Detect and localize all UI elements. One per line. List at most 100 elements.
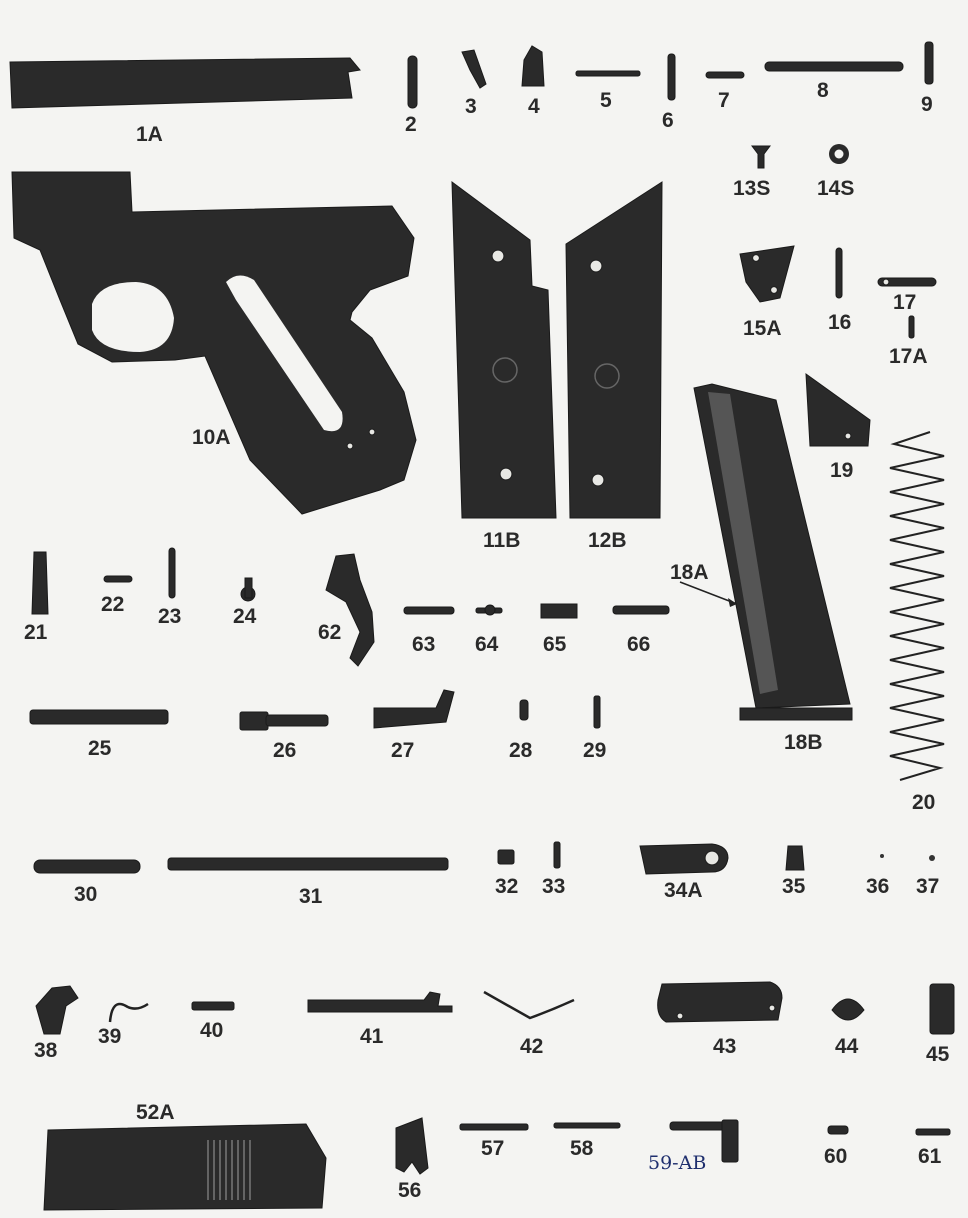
part-label-34A: 34A [664, 879, 703, 902]
part-label-33: 33 [542, 875, 566, 898]
part-1A-barrel [9, 57, 361, 109]
part-43-plate [657, 981, 783, 1023]
part-20-spring [889, 431, 945, 781]
part-label-11B: 11B [483, 529, 521, 552]
part-label-45: 45 [926, 1043, 950, 1066]
part-label-38: 38 [34, 1039, 58, 1062]
part-label-18A: 18A [670, 561, 709, 584]
part-66-spring [612, 605, 670, 615]
part-label-52A: 52A [136, 1101, 175, 1124]
part-label-39: 39 [98, 1025, 122, 1048]
part-59AB [669, 1119, 739, 1163]
part-label-42: 42 [520, 1035, 544, 1058]
part-label-37: 37 [916, 875, 940, 898]
part-23-pin [168, 547, 176, 599]
part-label-35: 35 [782, 875, 806, 898]
part-label-16: 16 [828, 311, 852, 334]
part-65-bushing [540, 603, 578, 619]
part-label-59AB: 59-AB [648, 1152, 707, 1174]
part-44 [831, 998, 865, 1021]
part-29-pin [593, 695, 601, 729]
part-45 [929, 983, 955, 1035]
part-label-36: 36 [866, 875, 890, 898]
part-11B-grip [451, 180, 557, 519]
part-42-spring [483, 990, 575, 1020]
part-10A-frame [11, 171, 417, 515]
part-label-62: 62 [318, 621, 342, 644]
part-label-30: 30 [74, 883, 98, 906]
part-label-24: 24 [233, 605, 257, 628]
part-label-29: 29 [583, 739, 607, 762]
part-64-pin [475, 604, 503, 616]
part-37-ball [929, 855, 935, 861]
part-label-44: 44 [835, 1035, 859, 1058]
part-label-3: 3 [465, 95, 477, 118]
part-21 [31, 551, 49, 615]
part-7-pin [705, 71, 745, 79]
part-3 [461, 49, 487, 89]
part-33-pin [553, 841, 561, 869]
part-label-20: 20 [912, 791, 936, 814]
part-34A [639, 843, 729, 875]
part-32 [497, 849, 515, 865]
part-17A-pin [908, 315, 915, 339]
part-5-pin [575, 70, 641, 77]
part-label-7: 7 [718, 89, 730, 112]
part-41-bar [307, 991, 453, 1013]
part-24-screw [240, 577, 256, 602]
part-26-plunger [239, 711, 329, 731]
part-62-trigger [325, 553, 375, 667]
part-label-22: 22 [101, 593, 125, 616]
part-label-64: 64 [475, 633, 499, 656]
part-label-10A: 10A [192, 426, 231, 449]
part-14S-washer [829, 144, 849, 164]
part-label-18B: 18B [784, 731, 823, 754]
part-label-26: 26 [273, 739, 297, 762]
part-label-32: 32 [495, 875, 519, 898]
part-label-61: 61 [918, 1145, 942, 1168]
part-label-4: 4 [528, 95, 540, 118]
part-label-17A: 17A [889, 345, 928, 368]
part-19 [805, 372, 871, 447]
part-61-spring [915, 1128, 951, 1136]
part-label-17: 17 [893, 291, 917, 314]
part-label-2: 2 [405, 113, 417, 136]
part-58-spring [553, 1122, 621, 1129]
part-13S-screw [751, 145, 771, 169]
part-16-pin [835, 247, 843, 299]
part-4 [521, 45, 545, 87]
part-label-56: 56 [398, 1179, 422, 1202]
part-8-rod [764, 61, 904, 72]
part-label-40: 40 [200, 1019, 224, 1042]
part-label-28: 28 [509, 739, 533, 762]
part-56-extractor [395, 1117, 429, 1175]
part-22-spring [103, 575, 133, 583]
part-36-ball [880, 854, 884, 858]
part-label-1A: 1A [136, 123, 163, 146]
part-39-spring [108, 1002, 149, 1023]
part-38-sear [35, 985, 79, 1035]
part-label-14S: 14S [817, 177, 855, 200]
part-label-66: 66 [627, 633, 651, 656]
part-label-12B: 12B [588, 529, 627, 552]
part-57-pin [459, 1123, 529, 1131]
part-label-41: 41 [360, 1025, 384, 1048]
part-2-pin [407, 55, 418, 109]
part-label-9: 9 [921, 93, 933, 116]
part-6-pin [667, 53, 676, 101]
part-30-rod [33, 859, 141, 874]
part-label-31: 31 [299, 885, 323, 908]
part-18-magazine [679, 383, 853, 721]
part-label-58: 58 [570, 1137, 594, 1160]
part-40-pin [191, 1001, 235, 1011]
part-label-43: 43 [713, 1035, 737, 1058]
part-label-57: 57 [481, 1137, 505, 1160]
part-27-lever [373, 689, 455, 729]
part-label-8: 8 [817, 79, 829, 102]
part-label-25: 25 [88, 737, 112, 760]
part-label-15A: 15A [743, 317, 782, 340]
part-25-spring [29, 709, 169, 725]
part-35 [785, 845, 805, 871]
